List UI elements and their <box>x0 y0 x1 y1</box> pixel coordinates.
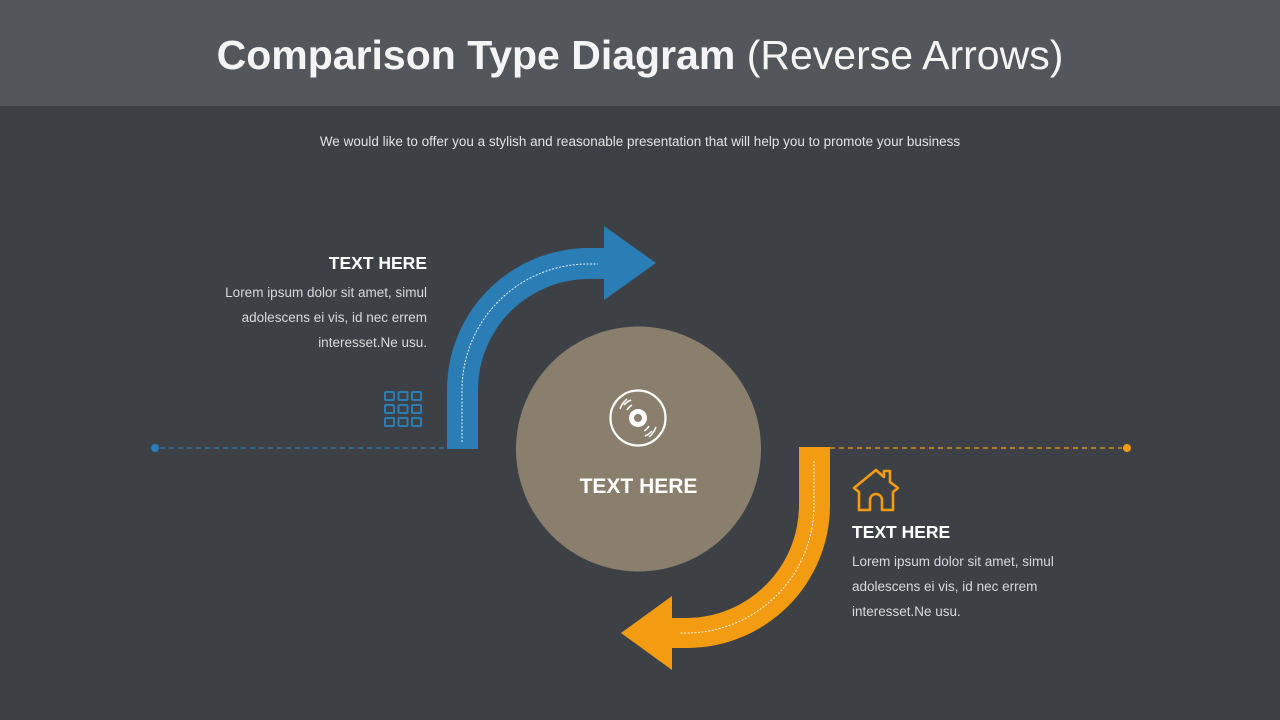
right-connector <box>830 444 1131 452</box>
title-light: (Reverse Arrows) <box>746 32 1064 78</box>
right-block-line: Lorem ipsum dolor sit amet, simul <box>852 554 1054 569</box>
orange-arrow <box>621 447 830 670</box>
page-title: Comparison Type Diagram (Reverse Arrows) <box>0 30 1280 80</box>
right-block-body: Lorem ipsum dolor sit amet, simul adoles… <box>852 549 1132 624</box>
left-connector <box>151 444 447 452</box>
right-block-line: interesset.Ne usu. <box>852 604 961 619</box>
right-block-title: TEXT HERE <box>852 522 951 542</box>
left-block-line: adolescens ei vis, id nec errem <box>241 310 427 325</box>
left-text-block: TEXT HERE Lorem ipsum dolor sit amet, si… <box>160 252 427 355</box>
blue-arrow <box>447 226 656 449</box>
left-block-line: Lorem ipsum dolor sit amet, simul <box>225 285 427 300</box>
subtitle: We would like to offer you a stylish and… <box>319 134 961 149</box>
cd-disc-icon <box>609 389 667 447</box>
center-circle <box>516 326 761 572</box>
title-bold: Comparison Type Diagram <box>216 32 736 78</box>
center-label: TEXT HERE <box>579 475 698 498</box>
header-band <box>0 0 1280 106</box>
right-text-block: TEXT HERE Lorem ipsum dolor sit amet, si… <box>852 521 1132 624</box>
right-block-line: adolescens ei vis, id nec errem <box>852 579 1038 594</box>
house-icon <box>852 468 900 512</box>
grid-icon <box>384 391 422 427</box>
left-block-title: TEXT HERE <box>328 253 427 273</box>
left-block-line: interesset.Ne usu. <box>318 335 427 350</box>
left-block-body: Lorem ipsum dolor sit amet, simul adoles… <box>160 280 427 355</box>
